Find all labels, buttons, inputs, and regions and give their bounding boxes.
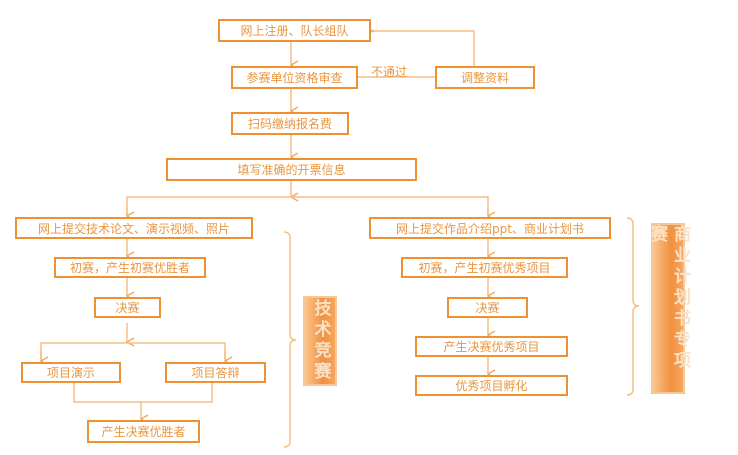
biz-bracket — [626, 217, 640, 396]
tech-track-label: 技术竞赛 — [303, 296, 337, 386]
step-adjust: 调整资料 — [435, 66, 535, 89]
tech-prelim: 初赛，产生初赛优胜者 — [54, 257, 206, 278]
tech-winner: 产生决赛优胜者 — [87, 420, 200, 443]
biz-final: 决赛 — [447, 297, 528, 318]
tech-demo: 项目演示 — [21, 362, 121, 383]
tech-final: 决赛 — [94, 297, 161, 318]
tech-submit: 网上提交技术论文、演示视频、照片 — [15, 217, 253, 239]
biz-incubate: 优秀项目孵化 — [415, 375, 568, 396]
biz-submit: 网上提交作品介绍ppt、商业计划书 — [369, 217, 611, 239]
biz-track-label: 商业计划书专项赛 — [647, 223, 690, 394]
tech-bracket — [283, 231, 297, 448]
biz-winner: 产生决赛优秀项目 — [415, 336, 568, 357]
biz-prelim: 初赛，产生初赛优秀项目 — [401, 257, 568, 278]
step-pay: 扫码缴纳报名费 — [231, 112, 349, 135]
tech-defense: 项目答辩 — [165, 362, 266, 383]
reject-label: 不通过 — [371, 65, 408, 79]
step-register: 网上注册、队长组队 — [218, 19, 371, 42]
step-qualify: 参赛单位资格审查 — [231, 66, 358, 89]
step-invoice: 填写准确的开票信息 — [166, 158, 417, 181]
